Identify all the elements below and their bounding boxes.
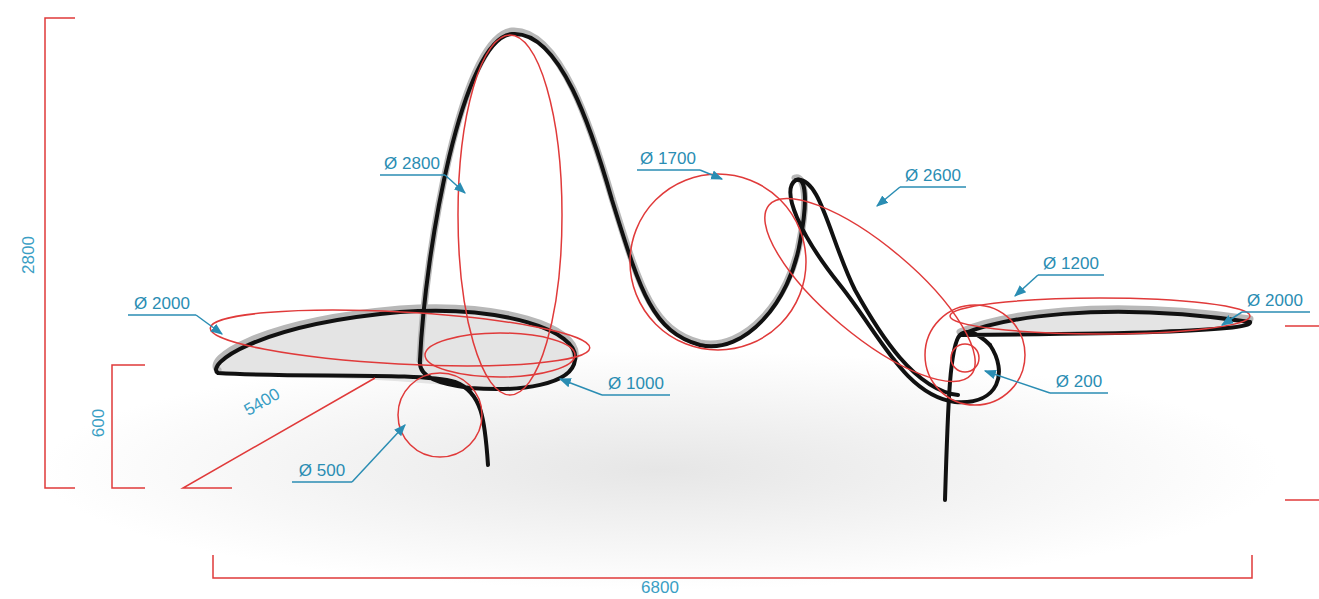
diameter-callout: Ø 1700 <box>640 150 696 167</box>
diameter-callout: Ø 2000 <box>134 295 190 312</box>
diameter-callout: Ø 2800 <box>384 155 440 172</box>
dimension-value: 2800 <box>20 236 37 274</box>
diameter-callout: Ø 500 <box>299 462 345 479</box>
diameter-callout: Ø 2000 <box>1247 292 1303 309</box>
diameter-callout: Ø 1200 <box>1043 255 1099 272</box>
dimension-value: 600 <box>90 409 107 437</box>
dimension-value: 6800 <box>641 579 679 596</box>
diameter-callout: Ø 1000 <box>608 375 664 392</box>
diameter-callout: Ø 2600 <box>905 167 961 184</box>
diameter-callout: Ø 200 <box>1056 373 1102 390</box>
